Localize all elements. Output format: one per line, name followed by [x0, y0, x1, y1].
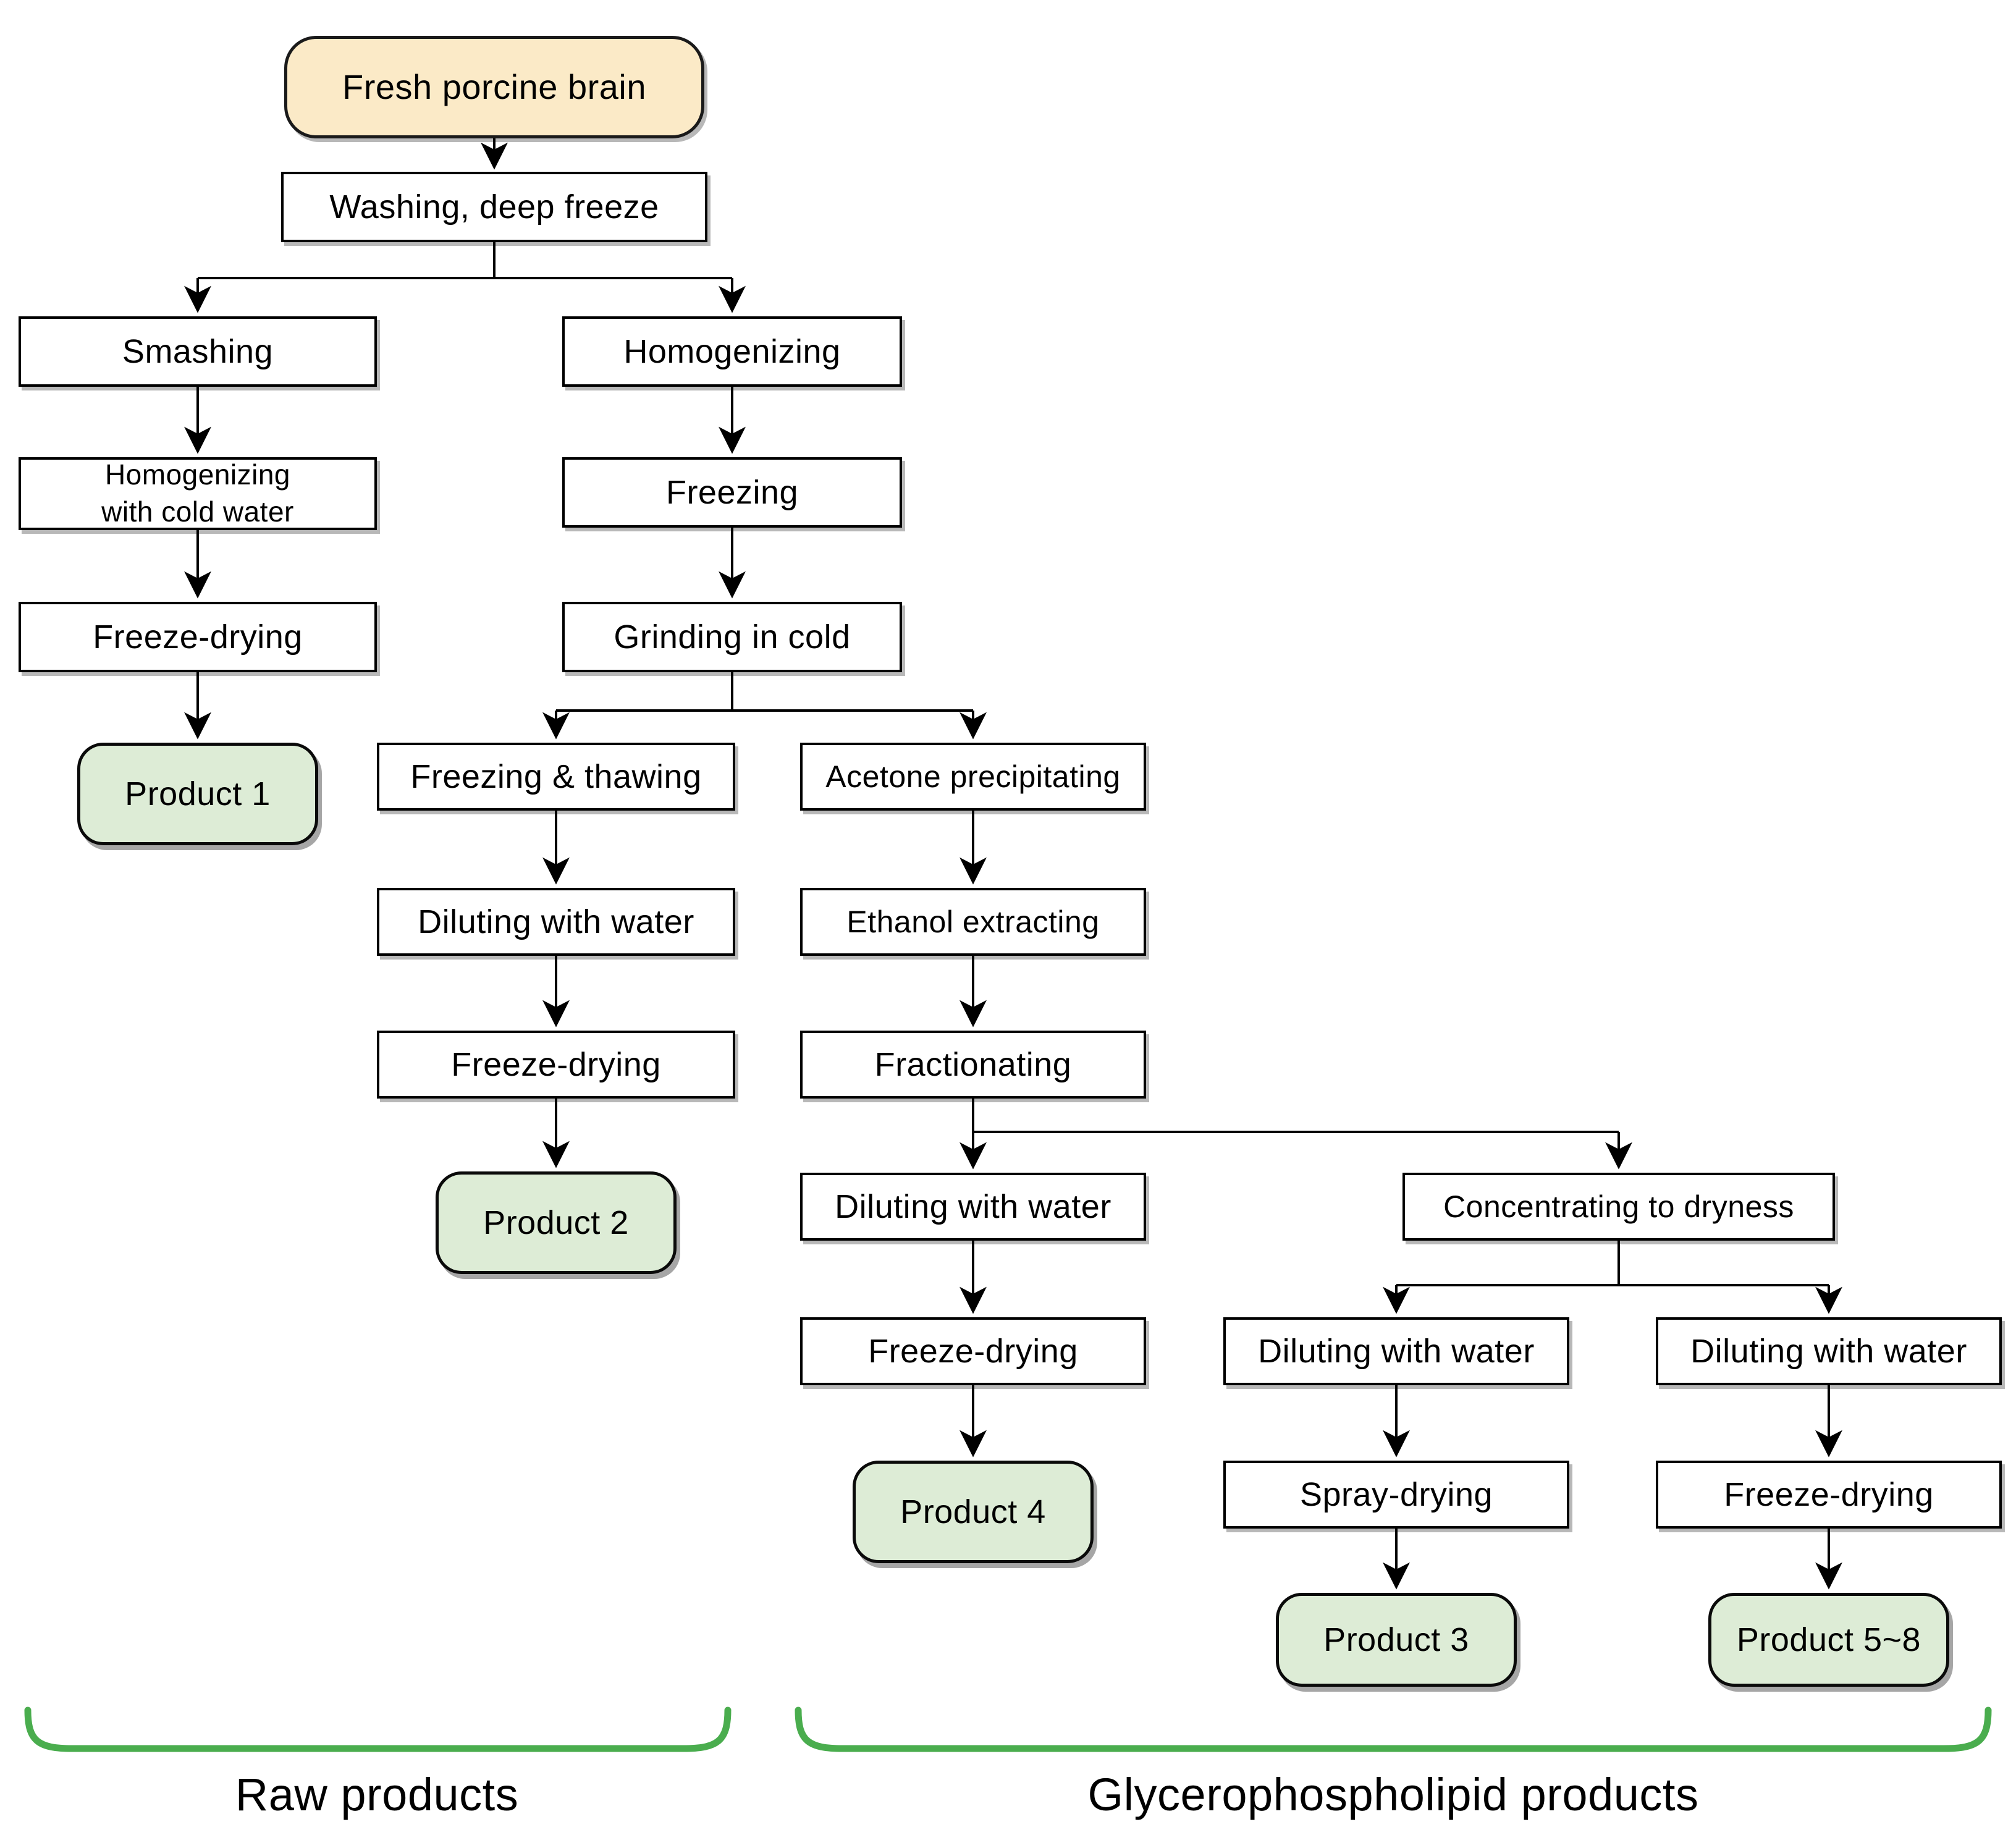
glycerophospholipid-products-bracket: [795, 1707, 1992, 1752]
node-diluting-with-water-1: Diluting with water: [377, 888, 735, 956]
node-freezing: Freezing: [562, 457, 902, 528]
group-label-raw-products: Raw products: [235, 1769, 519, 1820]
node-freeze-drying-3: Freeze-drying: [800, 1317, 1146, 1385]
node-freeze-drying-2: Freeze-drying: [377, 1031, 735, 1099]
group-label-glycerophospholipid-products: Glycerophospholipid products: [1087, 1769, 1699, 1820]
node-freeze-drying-4: Freeze-drying: [1656, 1461, 2002, 1529]
node-diluting-with-water-2: Diluting with water: [800, 1173, 1146, 1241]
node-grinding-in-cold: Grinding in cold: [562, 602, 902, 672]
node-concentrating-to-dryness: Concentrating to dryness: [1402, 1173, 1835, 1241]
node-product-4: Product 4: [853, 1461, 1094, 1563]
node-homogenizing-with-cold-water: Homogenizing with cold water: [19, 457, 377, 530]
node-washing-deep-freeze: Washing, deep freeze: [281, 172, 707, 242]
node-ethanol-extracting: Ethanol extracting: [800, 888, 1146, 956]
node-freezing-and-thawing: Freezing & thawing: [377, 743, 735, 811]
node-fresh-porcine-brain: Fresh porcine brain: [284, 36, 704, 138]
node-fractionating: Fractionating: [800, 1031, 1146, 1099]
node-diluting-with-water-3: Diluting with water: [1223, 1317, 1569, 1385]
node-line-2: with cold water: [101, 496, 294, 528]
node-acetone-precipitating: Acetone precipitating: [800, 743, 1146, 811]
node-line-1: Homogenizing: [104, 458, 291, 491]
node-product-1: Product 1: [77, 743, 318, 845]
node-freeze-drying-1: Freeze-drying: [19, 602, 377, 672]
arrow-lines: [184, 138, 1842, 1590]
node-homogenizing: Homogenizing: [562, 316, 902, 387]
raw-products-bracket: [24, 1707, 732, 1752]
node-product-3: Product 3: [1276, 1593, 1517, 1687]
node-product-5-8: Product 5~8: [1708, 1593, 1949, 1687]
node-smashing: Smashing: [19, 316, 377, 387]
node-diluting-with-water-4: Diluting with water: [1656, 1317, 2002, 1385]
node-product-2: Product 2: [436, 1171, 677, 1274]
node-spray-drying: Spray-drying: [1223, 1461, 1569, 1529]
